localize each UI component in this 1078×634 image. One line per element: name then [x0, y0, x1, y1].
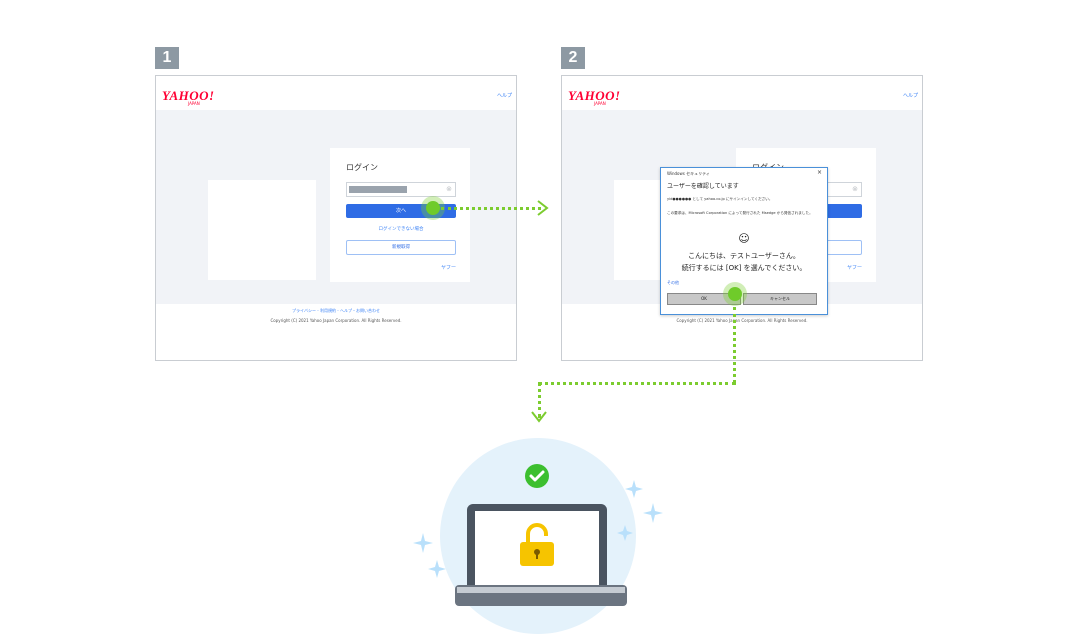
- check-icon: [524, 463, 550, 489]
- greeting-text: こんにちは、テストユーザーさん。: [661, 251, 827, 261]
- footer-links[interactable]: プライバシー - 利用規約 - ヘルプ・お問い合わせ: [156, 308, 516, 314]
- sparkle-icon: [413, 533, 433, 553]
- flow-connector: [733, 307, 736, 383]
- masked-user-id: [349, 186, 407, 193]
- dialog-heading: ユーザーを確認しています: [667, 181, 739, 190]
- sparkle-icon: [428, 560, 446, 578]
- login-screen-2: YAHOO! JAPAN ヘルプ ログイン ⊗ ヤフー Copyright (C…: [561, 75, 923, 361]
- flow-connector: [441, 207, 541, 210]
- sparkle-icon: [617, 525, 633, 541]
- copyright-text: Copyright (C) 2021 Yahoo Japan Corporati…: [156, 318, 516, 323]
- user-id-input[interactable]: ⊗: [346, 182, 456, 197]
- yahoo-brand-mark: ヤフー: [847, 264, 862, 271]
- signup-button[interactable]: 新規取得: [346, 240, 456, 255]
- cant-login-link[interactable]: ログインできない場合: [346, 226, 456, 232]
- dialog-title: Windows セキュリティ: [667, 171, 710, 177]
- yahoo-logo-sub: JAPAN: [188, 101, 200, 106]
- header-bar: YAHOO! JAPAN ヘルプ: [562, 76, 922, 110]
- unlocked-padlock-icon: [518, 522, 556, 568]
- sparkle-icon: [643, 503, 663, 523]
- sparkle-icon: [625, 480, 643, 498]
- arrow-down-icon: [531, 411, 547, 423]
- dialog-signin-text: yid●●●●●● として yahoo.co.jp にサインインしてください。: [667, 197, 772, 202]
- step-2-badge: 2: [561, 47, 585, 69]
- copyright-text: Copyright (C) 2021 Yahoo Japan Corporati…: [562, 318, 922, 323]
- login-screen-1: YAHOO! JAPAN ヘルプ ログイン ⊗ 次へ ログインできない場合 新規…: [155, 75, 517, 361]
- help-link[interactable]: ヘルプ: [497, 92, 512, 99]
- yahoo-brand-mark: ヤフー: [441, 264, 456, 271]
- cancel-button[interactable]: キャンセル: [743, 293, 817, 305]
- close-icon[interactable]: ×: [817, 169, 822, 176]
- dialog-origin-text: この要求は、Microsoft Corporation によって発行された Ms…: [667, 211, 817, 216]
- more-options-link[interactable]: その他: [667, 280, 679, 286]
- yahoo-logo-sub: JAPAN: [594, 101, 606, 106]
- login-title: ログイン: [346, 162, 378, 173]
- step-1-badge: 1: [155, 47, 179, 69]
- arrow-right-icon: [537, 200, 549, 216]
- flow-connector: [538, 382, 736, 385]
- tap-indicator: [723, 282, 747, 306]
- continue-instruction: 続行するには [OK] を選んでください。: [661, 263, 827, 273]
- clear-icon[interactable]: ⊗: [446, 185, 452, 193]
- header-bar: YAHOO! JAPAN ヘルプ: [156, 76, 516, 110]
- face-icon: ☺: [661, 232, 827, 245]
- promo-panel: [208, 180, 316, 280]
- login-card: ログイン ⊗ 次へ ログインできない場合 新規取得 ヤフー: [330, 148, 470, 282]
- clear-icon[interactable]: ⊗: [852, 185, 858, 193]
- help-link[interactable]: ヘルプ: [903, 92, 918, 99]
